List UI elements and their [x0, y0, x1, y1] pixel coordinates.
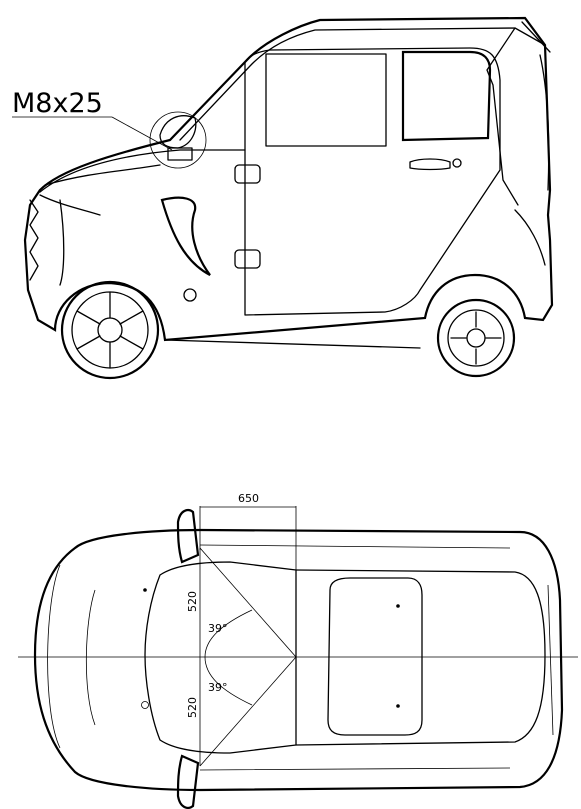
top-view: 650 520 520 39° 39°: [18, 492, 578, 809]
door-hinge-lower: [234, 249, 261, 269]
door-lock: [452, 158, 462, 168]
sight-line-lower: [199, 656, 297, 767]
sunroof: [327, 577, 423, 736]
rear-spoiler-edge: [521, 21, 551, 53]
side-vent: [160, 196, 211, 276]
angle-label-lower: 39°: [208, 681, 228, 694]
windshield: [144, 561, 297, 754]
rear-bumper-line: [514, 209, 546, 266]
mirror-top-lower: [176, 754, 200, 809]
offset-label-lower: 520: [186, 697, 199, 718]
bumper-line: [59, 199, 65, 286]
offset-label-upper: 520: [186, 591, 199, 612]
hood-point-upper: [143, 588, 147, 592]
door-window-front: [265, 53, 387, 147]
width-dimension-label: 650: [238, 492, 259, 505]
car-body-outline: [23, 16, 554, 342]
sill-line: [164, 339, 421, 349]
door-hinge-upper: [234, 164, 261, 184]
hood-crease: [44, 164, 161, 186]
mirror-detail-circle: [149, 111, 207, 169]
front-grille: [29, 199, 39, 281]
headlight-line: [39, 194, 101, 216]
front-wheel: [60, 280, 160, 380]
roof-panel: [295, 569, 546, 746]
side-mirror: [159, 115, 197, 149]
mirror-top-upper: [176, 509, 200, 564]
door-window-rear: [401, 50, 492, 142]
mirror-bolt-label: M8x25: [12, 88, 103, 119]
car-top-outline: [33, 528, 564, 792]
mirror-bracket: [167, 147, 193, 161]
angle-arc: [204, 609, 253, 706]
hood-crease-top: [85, 589, 96, 726]
sunroof-point-upper: [396, 604, 400, 608]
fuel-cap: [183, 288, 197, 302]
washer-nozzle: [141, 701, 149, 709]
callout-leader: [111, 116, 173, 151]
side-body-lines: [199, 544, 511, 771]
rear-window-edge: [539, 54, 550, 191]
sunroof-point-lower: [396, 704, 400, 708]
angle-label-upper: 39°: [208, 622, 228, 635]
door-handle: [409, 158, 451, 171]
side-view: M8x25: [12, 16, 554, 380]
roof-line: [179, 27, 546, 141]
hood-front-edge: [47, 564, 61, 749]
c-pillar: [486, 27, 519, 206]
rear-edge-line: [547, 584, 554, 736]
rear-wheel: [436, 298, 516, 378]
front-door: [244, 47, 501, 316]
sight-line-upper: [199, 547, 297, 658]
